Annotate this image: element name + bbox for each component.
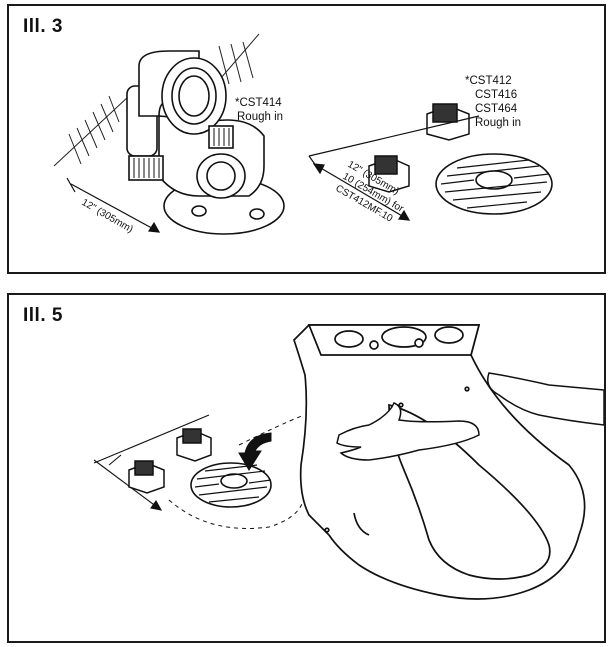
placement-arrow (238, 432, 272, 471)
dimension-label-left: 12" (305mm) (80, 197, 135, 235)
bolt-clip-blocks (368, 103, 470, 193)
illustration-5-label: Ill. 5 (23, 305, 63, 326)
mounting-plate-grooves (440, 159, 550, 209)
mounting-plate-drawing (190, 462, 272, 508)
wall-hatch (53, 33, 260, 167)
callout-cst414-line1: *CST414 (235, 97, 282, 109)
mounting-plate-grooves (194, 464, 272, 503)
installer-hands-drawing (336, 372, 604, 461)
bolt-clip-blocks (128, 428, 212, 494)
illustration-3-panel: Ill. 3 (7, 4, 606, 274)
illustration-5-drawing (93, 324, 604, 600)
illustration-3-label: Ill. 3 (23, 16, 63, 37)
adapter-clip-ribs (133, 128, 230, 178)
toilet-bowl-drawing (293, 324, 586, 600)
callout-cst412-line3: CST464 (475, 103, 518, 115)
cst414-adapter-drawing (126, 50, 285, 235)
callout-cst414-line2: Rough in (237, 111, 283, 123)
floor-guide-dashes (168, 414, 306, 529)
dimension-arrow-left (66, 177, 161, 233)
callout-cst412-line1: *CST412 (465, 75, 512, 87)
callout-cst412-line4: Rough in (475, 117, 521, 129)
callout-cst412-line2: CST416 (475, 89, 517, 101)
floor-guide-lines (93, 414, 210, 511)
dimension-arrow-right (308, 115, 480, 221)
illustration-5-panel: Ill. 5 (7, 293, 606, 643)
illustration-3-drawing: 12" (305mm) *CST414 Rough in (53, 33, 553, 235)
